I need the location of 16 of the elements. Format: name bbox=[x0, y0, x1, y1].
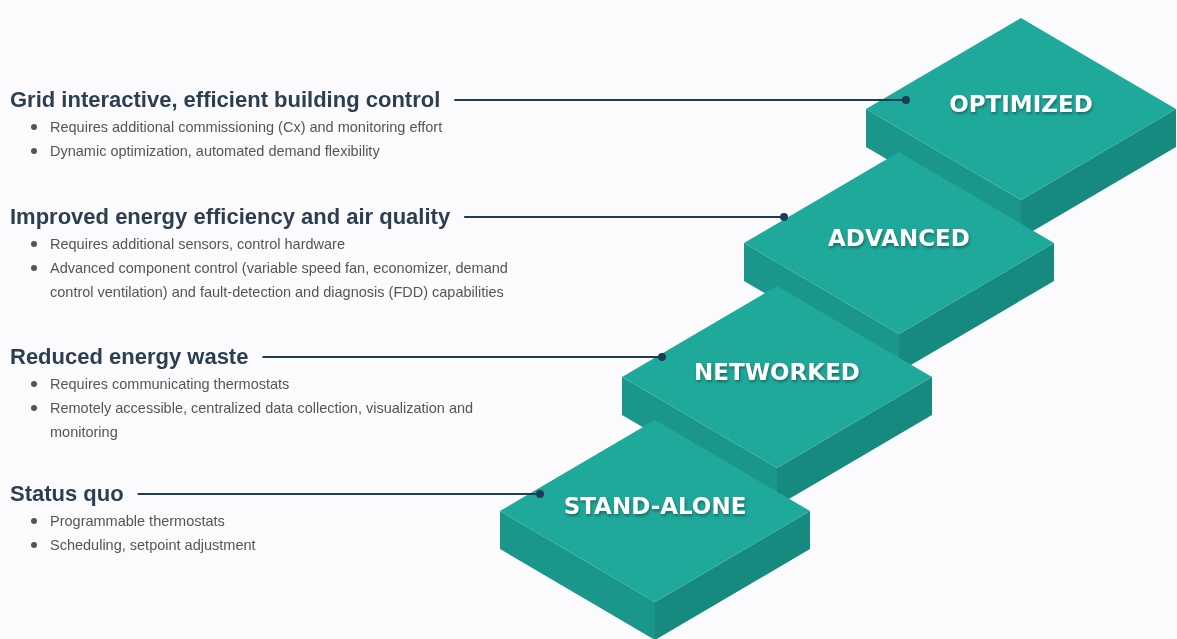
bullet-text: Requires additional sensors, control hardware bbox=[50, 235, 346, 254]
level-heading: Improved energy efficiency and air quality bbox=[10, 203, 451, 231]
bullet-text: Programmable thermostats bbox=[50, 512, 226, 531]
bullet-text: Advanced component control (variable speed fan, economizer, demand control ventilation) and fault-detection and diagnosis (FDD) capabilities bbox=[50, 259, 509, 302]
leader-line bbox=[261, 353, 666, 361]
leader-line bbox=[136, 490, 544, 498]
level-heading: Grid interactive, efficient building control bbox=[10, 86, 441, 114]
level-heading: Status quo bbox=[10, 480, 124, 508]
bullet-text: Requires communicating thermostats bbox=[50, 375, 291, 394]
leader-line bbox=[453, 96, 910, 104]
leader-line bbox=[463, 213, 788, 221]
bullet-text: Remotely accessible, centralized data collection, visualization and monitoring bbox=[50, 399, 475, 442]
bullet-text: Dynamic optimization, automated demand flexibility bbox=[50, 142, 381, 161]
bullet-text: Requires additional commissioning (Cx) and monitoring effort bbox=[50, 118, 444, 137]
level-heading: Reduced energy waste bbox=[10, 343, 249, 371]
bullet-text: Scheduling, setpoint adjustment bbox=[50, 536, 257, 555]
